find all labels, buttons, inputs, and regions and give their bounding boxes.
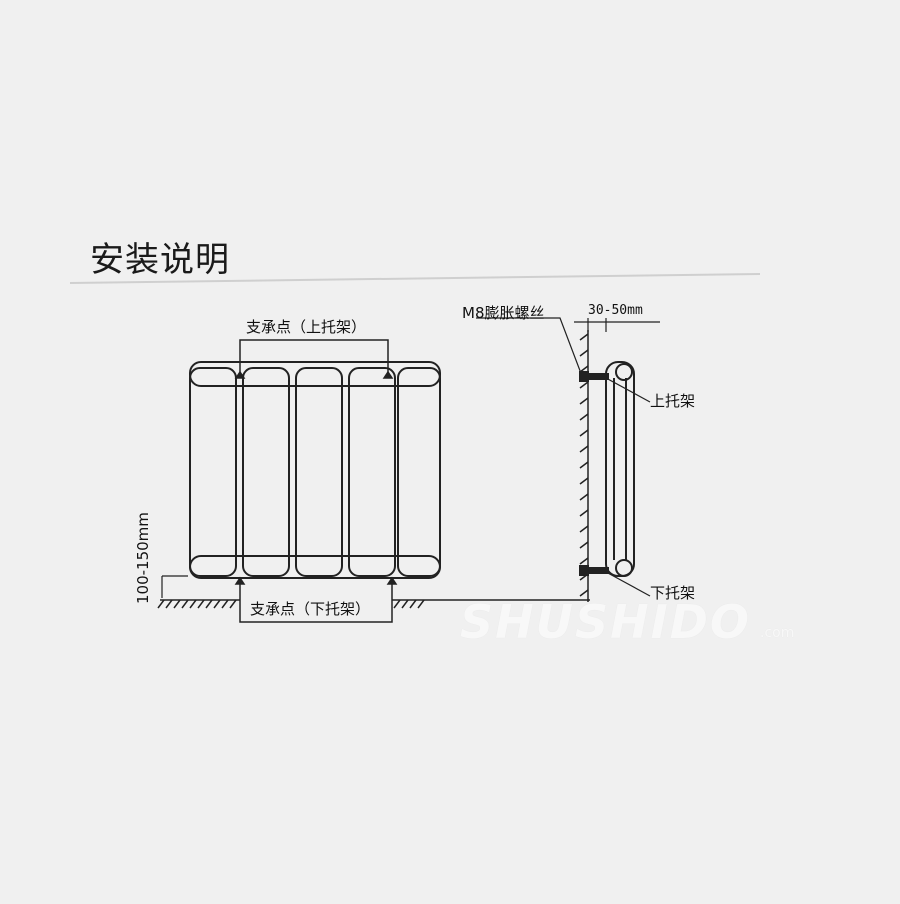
radiator-bottom-header (189, 555, 441, 579)
side-bottom-cap (615, 559, 633, 577)
radiator-column-5 (397, 367, 441, 577)
lower-bracket-label: 下托架 (650, 584, 696, 602)
upper-bracket-label: 上托架 (650, 392, 696, 410)
upper-support-point-right (382, 370, 394, 379)
gap-dimension-label: 30-50mm (588, 303, 643, 318)
radiator-side-view (605, 361, 635, 577)
floor-front (157, 599, 590, 609)
page-title: 安装说明 (90, 240, 230, 280)
upper-support-point-left (234, 370, 246, 379)
lower-support-point-left (234, 576, 246, 585)
radiator-front-view (189, 361, 441, 579)
radiator-top-header (189, 361, 441, 387)
side-lower-bracket (579, 565, 609, 576)
lower-support-point-right (386, 576, 398, 585)
radiator-column-4 (348, 367, 396, 577)
watermark: SHUSHIDO (460, 595, 752, 649)
radiator-column-2 (242, 367, 290, 577)
bolt-label: M8膨胀螺丝 (462, 304, 545, 322)
lower-bracket-leader (605, 571, 651, 597)
side-top-cap (615, 363, 633, 381)
upper-support-label: 支承点（上托架） (246, 318, 367, 336)
radiator-column-3 (295, 367, 343, 577)
wall (579, 330, 589, 602)
radiator-column-1 (189, 367, 237, 577)
gap-dimension (574, 318, 660, 332)
height-dimension-label: 100-150mm (134, 512, 152, 604)
upper-bracket-leader (605, 377, 651, 403)
leader-lines (476, 317, 651, 597)
title-underline (69, 273, 761, 284)
height-dimension (161, 575, 188, 598)
watermark-sub: .com (760, 625, 795, 641)
side-upper-bracket (579, 371, 609, 382)
upper-support-bracket (234, 339, 394, 379)
bolt-leader (476, 317, 583, 377)
lower-support-label: 支承点（下托架） (250, 600, 371, 618)
